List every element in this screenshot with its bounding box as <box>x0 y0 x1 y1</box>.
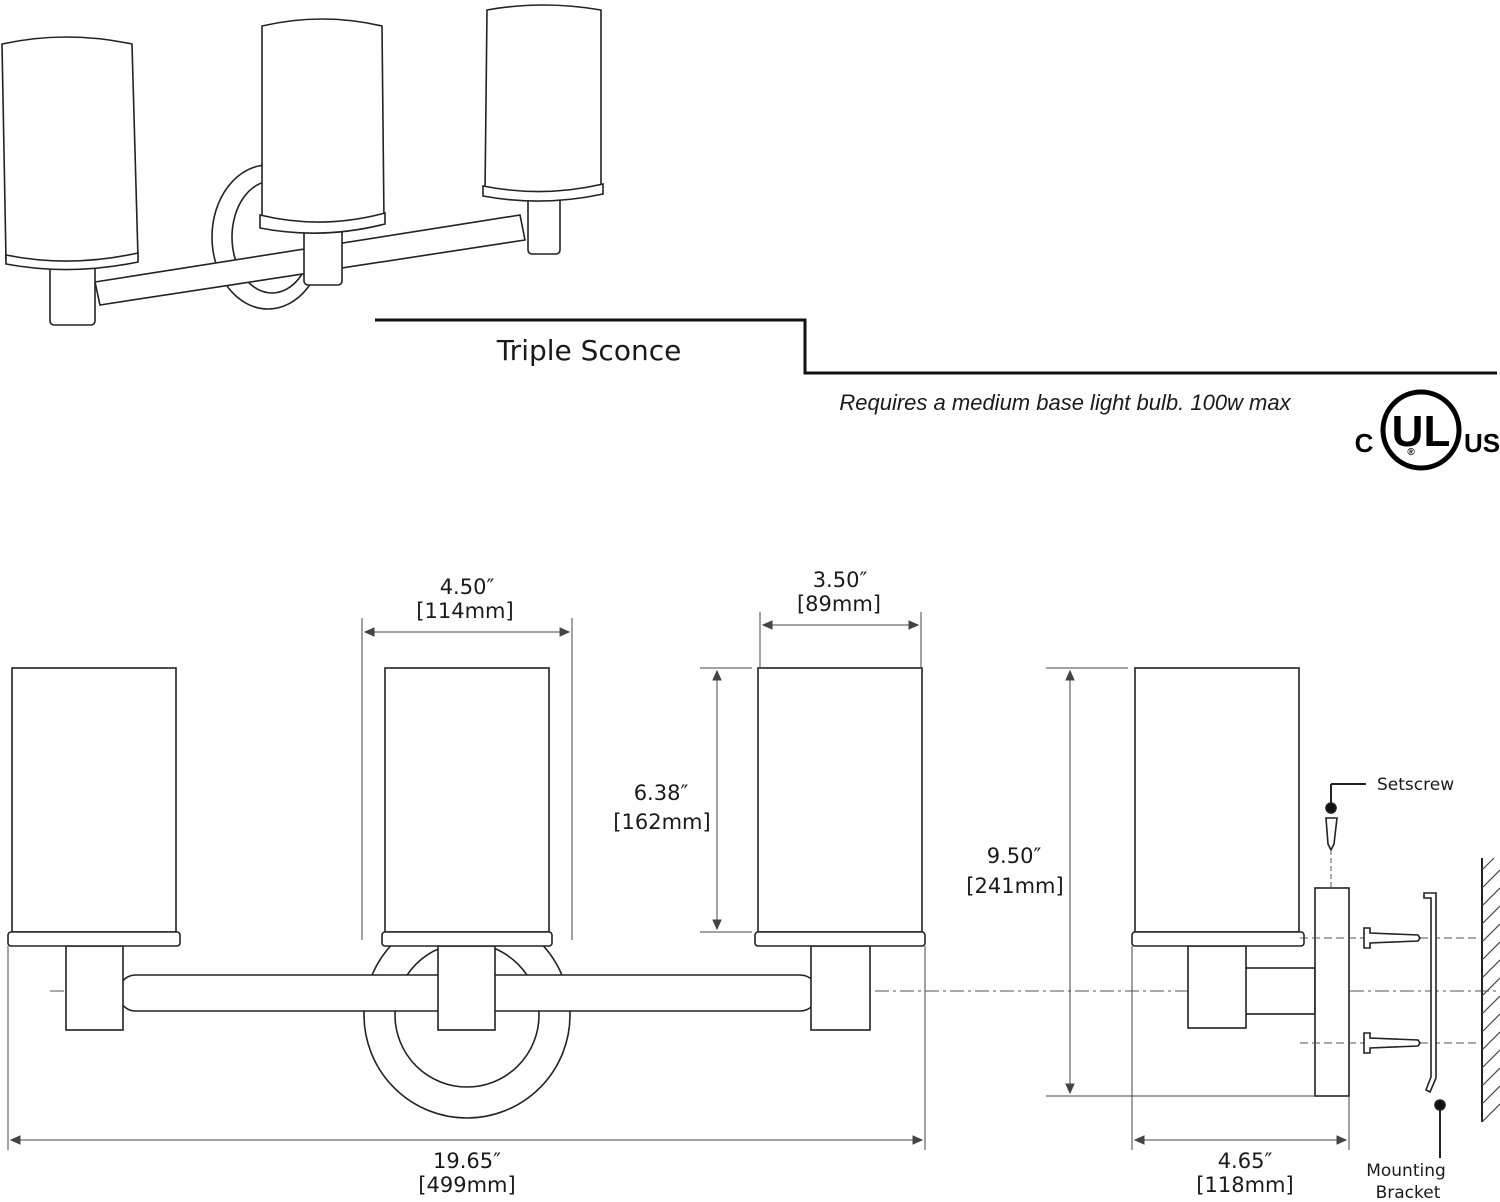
dim-4-50-arrow-right <box>559 627 571 637</box>
perspective-view <box>1 4 604 326</box>
product-title: Triple Sconce <box>496 334 682 367</box>
dim-4-65-arrow-right <box>1336 1135 1348 1145</box>
ul-letters: UL <box>1392 407 1451 456</box>
front-left-shade <box>11 667 177 933</box>
front-left-cup <box>65 945 124 1031</box>
dim-4-50-arrow-left <box>363 627 375 637</box>
perspective-center-rim <box>259 211 386 234</box>
side-shade <box>1134 667 1300 933</box>
dim-19-65-arrow-left <box>9 1135 21 1145</box>
dim-6-38-arrow-bottom <box>712 919 722 931</box>
side-rim <box>1131 931 1305 947</box>
dimension-labels: 4.50″ [114mm] 3.50″ [89mm] 6.38″ [162mm]… <box>416 568 1454 1202</box>
bracket-leader-dot <box>1434 1099 1446 1111</box>
dim-3-50-arrow-left <box>761 620 773 630</box>
front-right-shade <box>757 667 923 933</box>
dim-19-65-mm: [499mm] <box>418 1173 515 1197</box>
side-wall-plate <box>1314 887 1350 1097</box>
title-step-line <box>375 318 1497 375</box>
front-center-rim <box>381 931 553 947</box>
front-right-rim <box>754 931 926 947</box>
ul-registered-mark: ® <box>1407 447 1415 458</box>
dim-4-65-arrow-left <box>1133 1135 1145 1145</box>
perspective-left-shade <box>1 36 139 267</box>
dim-4-65-mm: [118mm] <box>1196 1173 1293 1197</box>
dim-3-50-mm: [89mm] <box>797 592 881 616</box>
front-center-shade <box>384 667 550 933</box>
front-left-rim <box>7 931 181 947</box>
dim-19-65-inch: 19.65″ <box>433 1149 501 1173</box>
side-arm <box>1239 967 1316 1015</box>
mounting-bracket-icon <box>1423 892 1437 1094</box>
dim-9-50-arrow-bottom <box>1065 1083 1075 1095</box>
perspective-right-rim <box>482 182 604 202</box>
wall-hatching <box>1481 857 1500 1123</box>
lower-screw-icon <box>1363 1032 1421 1054</box>
dim-6-38-inch: 6.38″ <box>634 781 689 805</box>
mounting-bracket-label-line2: Bracket <box>1376 1183 1441 1202</box>
dim-19-65-arrow-right <box>912 1135 924 1145</box>
dim-3-50-inch: 3.50″ <box>813 568 868 592</box>
dim-4-50-mm: [114mm] <box>416 599 513 623</box>
front-center-cup <box>437 945 496 1031</box>
mounting-bracket-label-line1: Mounting <box>1366 1161 1446 1181</box>
upper-screw-icon <box>1363 927 1421 949</box>
cul-us-certification-mark: UL ® C US <box>1355 389 1500 471</box>
perspective-right-shade <box>484 4 602 199</box>
front-right-cup <box>810 945 871 1031</box>
side-cup <box>1187 945 1247 1029</box>
setscrew-icon <box>1325 817 1338 852</box>
perspective-center-cup <box>303 224 343 286</box>
dimension-lines <box>7 612 1350 1150</box>
setscrew-leader-dot <box>1325 802 1337 814</box>
bulb-requirement-note: Requires a medium base light bulb. 100w … <box>839 390 1291 415</box>
dim-3-50-arrow-right <box>908 620 920 630</box>
perspective-left-cup <box>49 264 96 326</box>
side-elevation <box>1131 667 1500 1158</box>
perspective-right-cup <box>527 195 561 255</box>
setscrew-label: Setscrew <box>1377 775 1454 795</box>
ul-c-letter: C <box>1355 428 1374 458</box>
dim-4-50-inch: 4.50″ <box>440 575 495 599</box>
dim-9-50-arrow-top <box>1065 669 1075 681</box>
ul-ring <box>1380 389 1462 471</box>
perspective-center-shade <box>261 18 385 232</box>
dim-6-38-arrow-top <box>712 669 722 681</box>
dim-4-65-inch: 4.65″ <box>1218 1149 1273 1173</box>
dim-6-38-mm: [162mm] <box>613 810 710 834</box>
dim-9-50-inch: 9.50″ <box>987 844 1042 868</box>
perspective-left-rim <box>5 252 139 271</box>
ul-us-letters: US <box>1464 428 1500 458</box>
front-elevation <box>7 667 1500 1119</box>
dim-9-50-mm: [241mm] <box>966 874 1063 898</box>
